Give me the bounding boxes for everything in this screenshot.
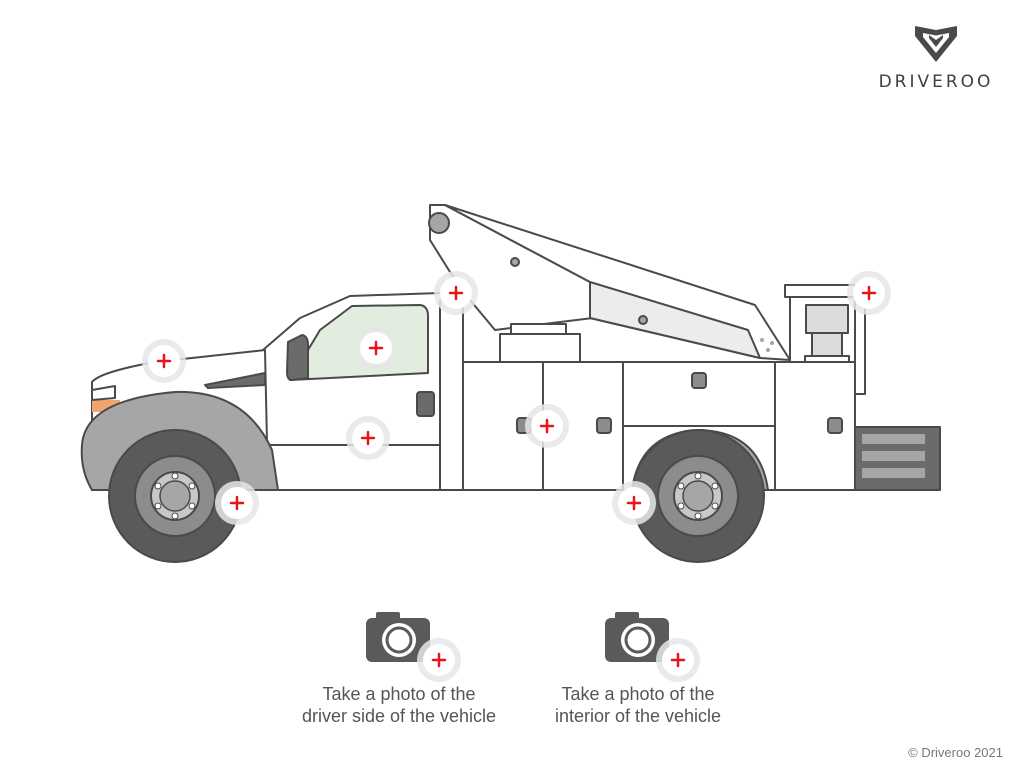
camera-icon: [366, 612, 430, 662]
boom-bolt: [638, 315, 648, 325]
add-photo-plus: [417, 638, 461, 682]
lug-nut: [711, 482, 719, 490]
plus-icon: [861, 285, 877, 301]
plus-icon: [229, 495, 245, 511]
compartment-handle: [827, 417, 843, 434]
tow-truck-illustration: [80, 204, 941, 563]
hotspot-driver-door[interactable]: [346, 416, 390, 460]
plus-icon: [448, 285, 464, 301]
headlight-upper: [91, 385, 116, 401]
lug-nut: [677, 482, 685, 490]
tow-bed-slat: [862, 468, 925, 478]
copyright: © Driveroo 2021: [908, 745, 1003, 760]
shield-chevron-icon: [915, 26, 957, 62]
lug-nut: [694, 512, 702, 520]
lug-nut: [694, 472, 702, 480]
add-photo-plus: [656, 638, 700, 682]
tow-bed-slat: [862, 451, 925, 461]
lug-nut: [188, 502, 196, 510]
hotspot-utility-body-side[interactable]: [525, 404, 569, 448]
hotspot-rear-wheel[interactable]: [612, 481, 656, 525]
compartment-handle: [596, 417, 612, 434]
lug-nut: [677, 502, 685, 510]
plus-icon: [670, 652, 686, 668]
caption-line: Take a photo of the: [322, 684, 476, 704]
plus-icon: [156, 353, 172, 369]
boom-pivot: [428, 212, 450, 234]
boom-lower-panel: [589, 281, 761, 359]
lug-nut: [171, 472, 179, 480]
caption-line: driver side of the vehicle: [301, 706, 497, 726]
tow-unit-block: [805, 304, 849, 334]
photo-driver-side-caption: Take a photo of the driver side of the v…: [279, 683, 519, 727]
lug-nut: [171, 512, 179, 520]
brand-logo: DRIVEROO: [868, 22, 1004, 92]
hotspot-roof[interactable]: [434, 271, 478, 315]
rear-hub-center: [682, 480, 714, 512]
tow-bed-slat: [862, 434, 925, 444]
hood-scoop: [204, 372, 266, 389]
plus-icon: [431, 652, 447, 668]
tow-unit-column: [811, 332, 843, 358]
hotspot-hood[interactable]: [142, 339, 186, 383]
plus-icon: [368, 340, 384, 356]
boom-bolt: [766, 348, 770, 352]
hotspot-tow-unit[interactable]: [847, 271, 891, 315]
plus-icon: [539, 418, 555, 434]
hotspot-windshield-window[interactable]: [354, 326, 398, 370]
boom-bolt: [760, 338, 764, 342]
lug-nut: [154, 482, 162, 490]
boom-bolt: [770, 341, 774, 345]
photo-interior-button[interactable]: [599, 608, 704, 686]
photo-driver-side-button[interactable]: [360, 608, 465, 686]
door-handle: [416, 391, 435, 417]
compartment-handle: [691, 372, 707, 389]
lug-nut: [154, 502, 162, 510]
tow-unit-plate: [804, 355, 850, 363]
camera-icon: [605, 612, 669, 662]
side-mirror: [286, 334, 309, 381]
hotspot-front-wheel[interactable]: [215, 481, 259, 525]
boom-base: [499, 333, 581, 363]
lug-nut: [711, 502, 719, 510]
front-hub-center: [159, 480, 191, 512]
boom-bolt: [510, 257, 520, 267]
plus-icon: [360, 430, 376, 446]
lug-nut: [188, 482, 196, 490]
brand-name: DRIVEROO: [878, 72, 994, 92]
caption-line: Take a photo of the: [561, 684, 715, 704]
caption-line: interior of the vehicle: [554, 706, 722, 726]
plus-icon: [626, 495, 642, 511]
photo-interior-caption: Take a photo of the interior of the vehi…: [518, 683, 758, 727]
